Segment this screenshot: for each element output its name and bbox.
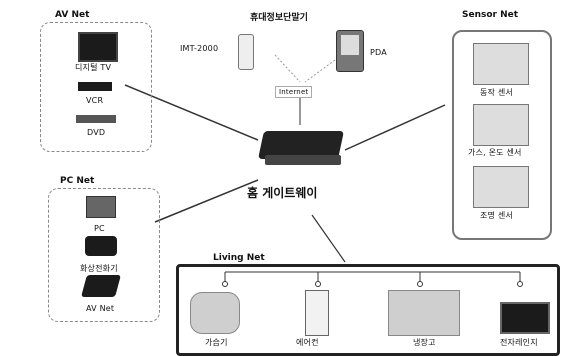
pda-icon [336,30,364,72]
sensor-item-motion: 동작 센서 [480,88,513,97]
pc-item-video-phone: 화상전화기 [80,264,118,273]
microwave-icon [500,302,550,334]
motion-sensor-icon [473,43,529,85]
gateway-label: 홈 게이트웨이 [247,186,318,200]
digital-tv-icon [78,32,118,62]
av-net-title: AV Net [55,10,90,20]
sensor-item-gas-temp: 가스, 온도 센서 [468,148,522,157]
mobile-phone-icon [238,34,254,70]
dvd-icon [76,115,116,123]
refrigerator-icon [388,290,460,336]
internet-label: Internet [275,86,313,98]
pc-item-av-net: AV Net [86,304,115,313]
air-conditioner-icon [305,290,329,336]
gas-temp-sensor-icon [473,104,529,146]
av-item-digital-tv: 디지털 TV [75,63,112,72]
video-phone-icon [85,236,117,256]
av-item-vcr: VCR [86,96,104,105]
pc-icon [86,196,116,218]
top-caption: 휴대정보단말기 [250,13,308,23]
sensor-net-group [452,30,552,240]
pda-label: PDA [370,48,387,57]
pc-net-title: PC Net [60,176,95,186]
vcr-icon [78,82,112,91]
pc-net-group [48,188,160,322]
living-item-microwave: 전자레인지 [500,338,538,347]
home-gateway-icon [255,125,347,173]
living-item-humidifier: 가습기 [205,338,228,347]
light-sensor-icon [473,166,529,208]
av-net-group [40,22,152,152]
imt-label: IMT-2000 [180,44,219,53]
living-net-title: Living Net [213,253,265,263]
living-item-aircon: 에어컨 [296,338,319,347]
sensor-item-light: 조명 센서 [480,211,513,220]
av-item-dvd: DVD [87,128,106,137]
sensor-net-title: Sensor Net [462,10,519,20]
humidifier-icon [190,292,240,334]
pc-item-pc: PC [94,224,105,233]
living-item-refrigerator: 냉장고 [413,338,436,347]
